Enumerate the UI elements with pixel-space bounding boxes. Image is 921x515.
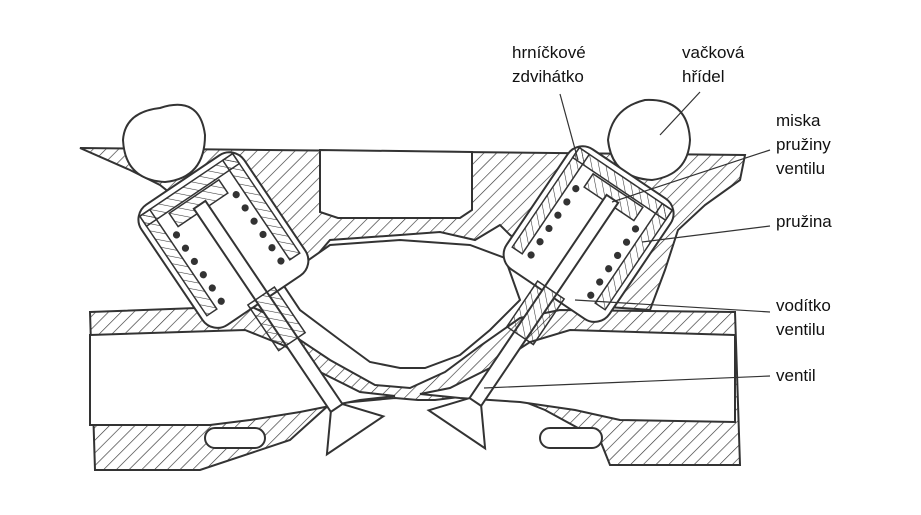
camshaft-lobe-left: [121, 103, 207, 184]
valve-assembly-left: [137, 151, 386, 457]
label-tappet-line2: zdvihátko: [512, 67, 584, 86]
label-camshaft-line2: hřídel: [682, 67, 725, 86]
leader-spring: [641, 225, 771, 243]
central-recess: [319, 148, 473, 219]
coolant-passage-right: [539, 427, 603, 449]
label-tappet-line1: hrníčkové: [512, 43, 586, 62]
valve-assembly-right: [426, 145, 675, 451]
label-spring: pružina: [776, 212, 832, 231]
label-retainer-line2: pružiny: [776, 135, 831, 154]
label-valve: ventil: [776, 366, 816, 385]
label-retainer-line1: miska: [776, 111, 821, 130]
label-guide-line1: vodítko: [776, 296, 831, 315]
camshaft-lobe-right: [606, 98, 692, 182]
leader-valve: [483, 375, 771, 389]
label-retainer-line3: ventilu: [776, 159, 826, 178]
coolant-passage-left: [204, 427, 266, 449]
leader-retainer: [611, 149, 771, 203]
leader-guide: [574, 299, 771, 313]
label-guide-line2: ventilu: [776, 320, 826, 339]
leader-camshaft: [659, 91, 701, 136]
combustion-chamber: [278, 238, 522, 369]
label-camshaft-line1: vačková: [682, 43, 745, 62]
leader-lines: [483, 91, 771, 389]
leader-tappet: [559, 93, 579, 161]
